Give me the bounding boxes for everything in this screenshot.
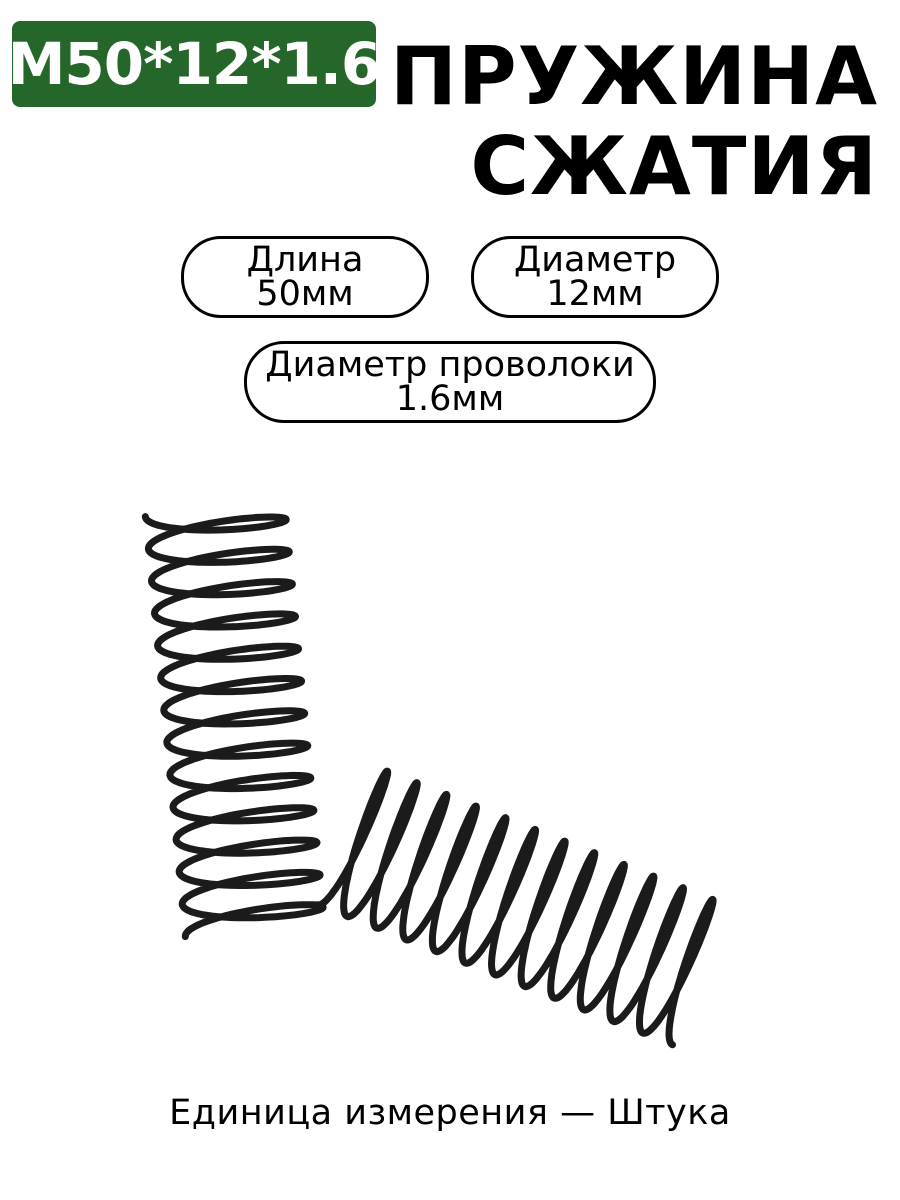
spec-diameter-label: Диаметр (513, 240, 677, 280)
product-title-line1: ПРУЖИНА (389, 30, 878, 123)
springs-illustration (141, 513, 717, 1049)
spec-length: Длина 50мм (181, 236, 429, 318)
spec-length-value: 50мм (256, 274, 354, 314)
product-title-line2: СЖАТИЯ (470, 120, 878, 213)
size-badge-label: M50*12*1.6 (7, 30, 382, 98)
spec-diameter-value: 12мм (546, 274, 644, 314)
spec-length-label: Длина (246, 240, 364, 280)
unit-of-measure: Единица измерения — Штука (169, 1093, 731, 1133)
spec-wire-diameter: Диаметр проволоки 1.6мм (244, 341, 656, 423)
spec-diameter: Диаметр 12мм (471, 236, 719, 318)
product-title: ПРУЖИНА СЖАТИЯ (390, 32, 878, 212)
spec-wire-diameter-value: 1.6мм (395, 379, 505, 419)
size-badge: M50*12*1.6 (8, 21, 381, 107)
compression-spring-vertical-icon (141, 513, 327, 941)
spec-wire-diameter-label: Диаметр проволоки (265, 345, 635, 385)
compression-spring-diagonal-icon (314, 767, 717, 1049)
